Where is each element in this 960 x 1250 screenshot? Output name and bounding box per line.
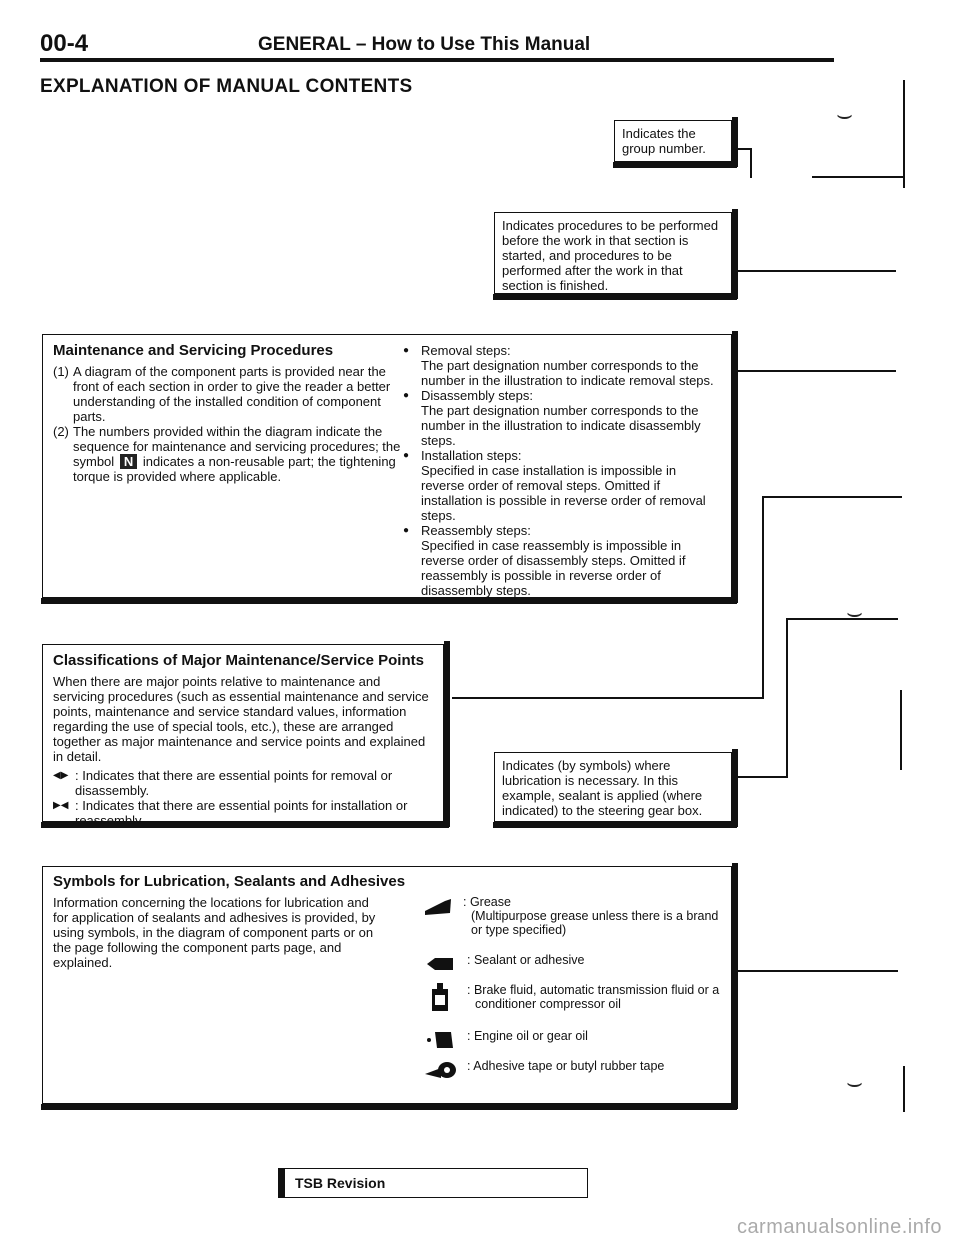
classifications-body: When there are major points relative to …	[53, 674, 429, 764]
step-removal: Removal steps:	[403, 343, 723, 358]
step-installation: Installation steps:	[403, 448, 723, 463]
install-point-icon: ▶◀	[53, 800, 69, 811]
step-title: Disassembly steps:	[421, 388, 533, 403]
item-number: (2)	[53, 424, 69, 439]
frame-line	[903, 80, 905, 188]
symbols-box: Symbols for Lubrication, Sealants and Ad…	[41, 863, 738, 1110]
step-text: Specified in case installation is imposs…	[421, 463, 706, 523]
step-title: Removal steps:	[421, 343, 511, 358]
grease-icon	[423, 895, 453, 917]
symbol-label: : Brake fluid, automatic transmission fl…	[467, 983, 720, 997]
symbol-label: : Sealant or adhesive	[467, 953, 585, 967]
removal-point-icon: ◀▶	[53, 770, 69, 781]
install-point-row: ▶◀ : Indicates that there are essential …	[53, 798, 433, 828]
sealant-icon	[423, 953, 457, 975]
symbol-row-grease: : Grease (Multipurpose grease unless the…	[423, 895, 731, 937]
classifications-box: Classifications of Major Maintenance/Ser…	[41, 641, 450, 828]
step-text: The part designation number corresponds …	[421, 358, 714, 388]
connector-line	[738, 970, 898, 972]
item-number: (1)	[53, 364, 69, 379]
connector-line	[738, 776, 786, 778]
symbol-row-adhesive-tape: : Adhesive tape or butyl rubber tape	[423, 1059, 664, 1081]
connector-line	[738, 370, 896, 372]
frame-line	[903, 1066, 905, 1112]
item-text: A diagram of the component parts is prov…	[73, 364, 391, 424]
section-title: EXPLANATION OF MANUAL CONTENTS	[40, 76, 413, 97]
step-reassembly: Reassembly steps:	[403, 523, 723, 538]
symbols-heading: Symbols for Lubrication, Sealants and Ad…	[53, 873, 406, 890]
step-text: Specified in case reassembly is impossib…	[421, 538, 686, 598]
frame-line	[812, 176, 904, 178]
item-text: indicates a non-reusable part; the tight…	[73, 454, 396, 484]
removal-point-row: ◀▶ : Indicates that there are essential …	[53, 768, 433, 798]
page-title: GENERAL – How to Use This Manual	[258, 34, 591, 55]
maintenance-item-2: (2) The numbers provided within the diag…	[53, 424, 401, 484]
step-title: Reassembly steps:	[421, 523, 531, 538]
item-text: The numbers provided within the diagram …	[73, 424, 401, 469]
frame-line	[900, 690, 902, 770]
symbol-label: : Engine oil or gear oil	[467, 1029, 588, 1043]
connector-line	[452, 697, 764, 699]
non-reusable-symbol-icon: N	[119, 454, 138, 469]
removal-point-text: : Indicates that there are essential poi…	[75, 768, 393, 798]
symbol-label: : Grease	[463, 895, 511, 909]
symbol-label: : Adhesive tape or butyl rubber tape	[467, 1059, 665, 1073]
brake-fluid-icon	[423, 983, 457, 1013]
connector-line	[762, 496, 764, 698]
connector-line	[738, 270, 896, 272]
symbol-row-brake-fluid: : Brake fluid, automatic transmission fl…	[423, 983, 719, 1013]
install-point-text: : Indicates that there are essential poi…	[75, 798, 408, 828]
adhesive-tape-icon	[423, 1059, 457, 1081]
procedures-callout: Indicates procedures to be performed bef…	[493, 209, 738, 300]
symbol-sub: (Multipurpose grease unless there is a b…	[471, 909, 719, 937]
connector-line	[750, 148, 752, 178]
group-number-text: Indicates the group number.	[622, 126, 706, 156]
group-number-callout: Indicates the group number.	[613, 117, 738, 168]
step-disassembly: Disassembly steps:	[403, 388, 723, 403]
classifications-heading: Classifications of Major Maintenance/Ser…	[53, 652, 424, 669]
step-text: The part designation number corresponds …	[421, 403, 701, 448]
engine-oil-icon	[423, 1029, 457, 1051]
maintenance-item-1: (1) A diagram of the component parts is …	[53, 364, 401, 424]
connector-line	[786, 618, 898, 620]
symbols-body: Information concerning the locations for…	[53, 895, 376, 970]
steps-list: Removal steps: The part designation numb…	[403, 343, 723, 598]
lubrication-text: Indicates (by symbols) where lubrication…	[502, 758, 703, 818]
connector-line	[762, 496, 902, 498]
connector-line	[738, 148, 752, 150]
lubrication-callout: Indicates (by symbols) where lubrication…	[493, 749, 738, 828]
symbol-row-engine-oil: : Engine oil or gear oil	[423, 1029, 588, 1051]
connector-line	[786, 618, 788, 778]
watermark: carmanualsonline.info	[736, 1216, 942, 1238]
hook-mark-icon: ⌣	[836, 100, 854, 130]
symbol-row-sealant: : Sealant or adhesive	[423, 953, 584, 975]
hook-mark-icon: ⌣	[846, 598, 864, 628]
procedures-text: Indicates procedures to be performed bef…	[502, 218, 719, 293]
step-title: Installation steps:	[421, 448, 522, 463]
symbol-sub: conditioner compressor oil	[475, 997, 621, 1011]
maintenance-box: Maintenance and Servicing Procedures (1)…	[41, 331, 738, 604]
header-rule	[40, 58, 834, 62]
maintenance-heading: Maintenance and Servicing Procedures	[53, 342, 334, 359]
tsb-revision-label: TSB Revision	[295, 1175, 386, 1191]
page-number: 00-4	[40, 30, 89, 57]
tsb-revision-box: TSB Revision	[278, 1168, 588, 1198]
hook-mark-icon: ⌣	[846, 1068, 864, 1098]
